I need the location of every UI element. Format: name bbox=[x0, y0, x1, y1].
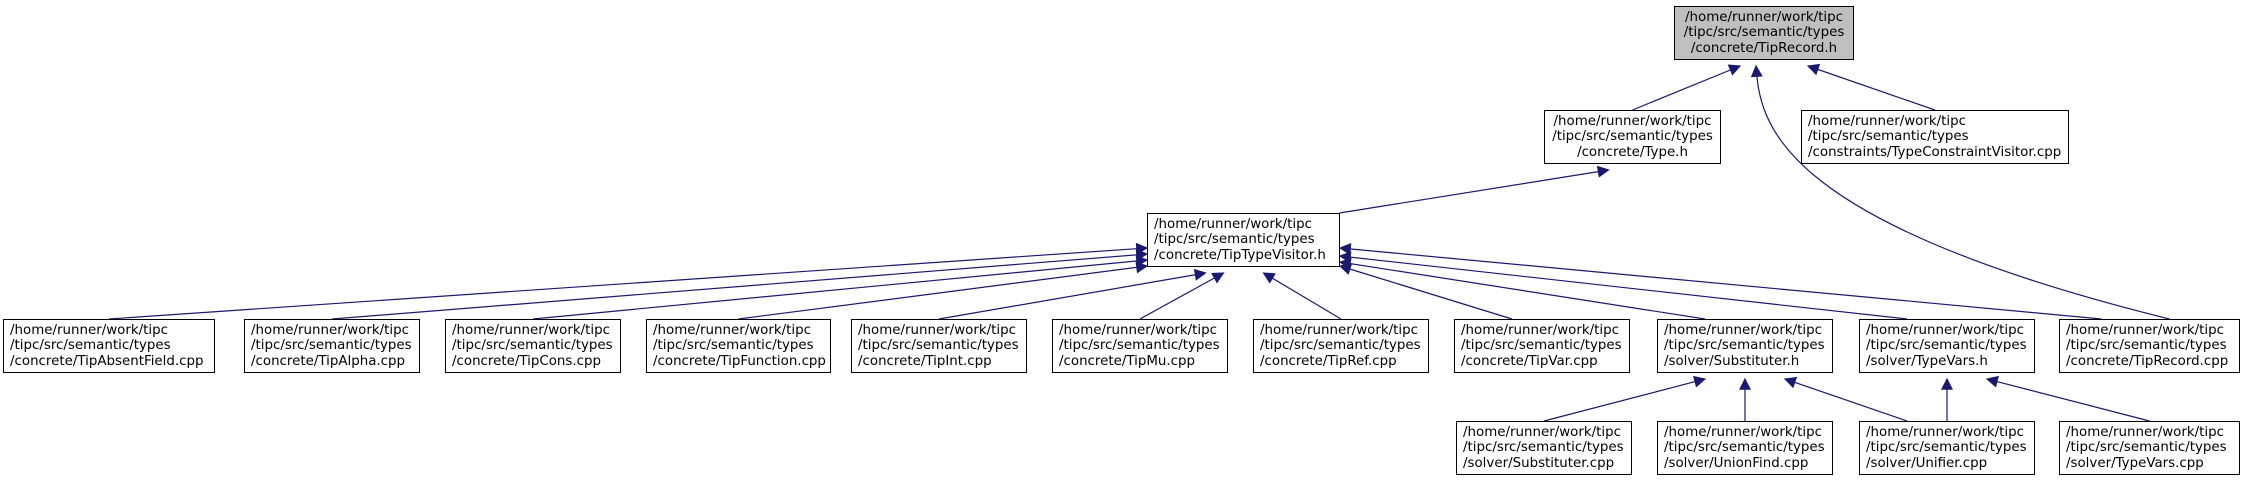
edge-typevars-cpp-to-typevars-h bbox=[1985, 375, 2150, 422]
node-line: /home/runner/work/tipc bbox=[1260, 323, 1418, 338]
node-line: /concrete/TipRef.cpp bbox=[1260, 353, 1397, 369]
node-line: /solver/TypeVars.h bbox=[1866, 353, 1988, 369]
node-line: /concrete/TipInt.cpp bbox=[858, 353, 992, 369]
node-typeconstraintvisitor-cpp[interactable]: /home/runner/work/tipc /tipc/src/semanti… bbox=[1801, 110, 2069, 164]
node-line: /home/runner/work/tipc bbox=[452, 323, 610, 338]
node-line: /tipc/src/semantic/types bbox=[1866, 338, 2027, 354]
node-tipfunction-cpp[interactable]: /home/runner/work/tipc /tipc/src/semanti… bbox=[646, 319, 831, 373]
edge-tipabsentfield-cpp-to-tiptypevisitor-h bbox=[108, 242, 1149, 320]
node-line: /tipc/src/semantic/types bbox=[1808, 129, 1969, 145]
node-line: /solver/Unifier.cpp bbox=[1866, 455, 1988, 471]
edge-typevars-h-to-tiptypevisitor-h bbox=[1338, 251, 1908, 320]
edge-type-h-to-tiprecord-h bbox=[1632, 64, 1742, 111]
node-tipvar-cpp[interactable]: /home/runner/work/tipc /tipc/src/semanti… bbox=[1454, 319, 1630, 373]
node-tipref-cpp[interactable]: /home/runner/work/tipc /tipc/src/semanti… bbox=[1253, 319, 1429, 373]
node-line: /home/runner/work/tipc bbox=[1685, 10, 1843, 25]
node-line: /concrete/TipVar.cpp bbox=[1461, 353, 1598, 369]
edge-substituter-h-to-tiptypevisitor-h bbox=[1338, 257, 1706, 320]
node-line: /home/runner/work/tipc bbox=[858, 323, 1016, 338]
node-line: /concrete/TipTypeVisitor.h bbox=[1154, 247, 1326, 263]
node-tiprecord-cpp[interactable]: /home/runner/work/tipc /tipc/src/semanti… bbox=[2059, 319, 2240, 373]
node-line: /tipc/src/semantic/types bbox=[1154, 232, 1315, 248]
node-line: /tipc/src/semantic/types bbox=[2066, 440, 2227, 456]
node-line: /tipc/src/semantic/types bbox=[452, 338, 613, 354]
node-line: /tipc/src/semantic/types bbox=[251, 338, 412, 354]
node-line: /tipc/src/semantic/types bbox=[653, 338, 814, 354]
node-substituter-cpp[interactable]: /home/runner/work/tipc /tipc/src/semanti… bbox=[1456, 421, 1632, 475]
edge-typeconstraintvisitor-cpp-to-tiprecord-h bbox=[1806, 63, 1936, 111]
node-line: /tipc/src/semantic/types bbox=[1552, 129, 1713, 145]
node-substituter-h[interactable]: /home/runner/work/tipc /tipc/src/semanti… bbox=[1657, 319, 1833, 373]
node-tipint-cpp[interactable]: /home/runner/work/tipc /tipc/src/semanti… bbox=[851, 319, 1027, 373]
node-line: /solver/Substituter.cpp bbox=[1463, 455, 1615, 471]
edge-tiptypevisitor-h-to-type-h bbox=[1339, 165, 1610, 214]
node-line: /home/runner/work/tipc bbox=[653, 323, 811, 338]
edge-tiprecord-cpp-to-tiprecord-h bbox=[1750, 64, 2170, 320]
node-line: /home/runner/work/tipc bbox=[1866, 425, 2024, 440]
node-line: /solver/Substituter.h bbox=[1664, 353, 1800, 369]
node-line: /home/runner/work/tipc bbox=[10, 323, 168, 338]
node-tiprecord-h: /home/runner/work/tipc /tipc/src/semanti… bbox=[1674, 6, 1854, 60]
node-unionfind-cpp[interactable]: /home/runner/work/tipc /tipc/src/semanti… bbox=[1657, 421, 1833, 475]
node-line: /concrete/Type.h bbox=[1577, 144, 1688, 160]
node-line: /concrete/TipAlpha.cpp bbox=[251, 353, 406, 369]
node-line: /home/runner/work/tipc bbox=[251, 323, 409, 338]
node-line: /home/runner/work/tipc bbox=[1463, 425, 1621, 440]
edge-unifier-cpp-to-substituter-h bbox=[1783, 376, 1908, 422]
node-line: /constraints/TypeConstraintVisitor.cpp bbox=[1808, 144, 2062, 160]
node-line: /concrete/TipRecord.cpp bbox=[2066, 353, 2229, 369]
node-unifier-cpp[interactable]: /home/runner/work/tipc /tipc/src/semanti… bbox=[1859, 421, 2035, 475]
node-tipcons-cpp[interactable]: /home/runner/work/tipc /tipc/src/semanti… bbox=[445, 319, 621, 373]
node-line: /concrete/TipRecord.h bbox=[1690, 40, 1838, 56]
node-line: /tipc/src/semantic/types bbox=[858, 338, 1019, 354]
node-line: /concrete/TipAbsentField.cpp bbox=[10, 353, 204, 369]
edge-tipint-cpp-to-tiptypevisitor-h bbox=[938, 268, 1207, 320]
edge-tipfunction-cpp-to-tiptypevisitor-h bbox=[738, 261, 1149, 320]
node-typevars-h[interactable]: /home/runner/work/tipc /tipc/src/semanti… bbox=[1859, 319, 2035, 373]
edge-tipmu-cpp-to-tiptypevisitor-h bbox=[1139, 272, 1225, 320]
node-line: /concrete/TipCons.cpp bbox=[452, 353, 601, 369]
node-line: /tipc/src/semantic/types bbox=[1059, 338, 1220, 354]
node-line: /home/runner/work/tipc bbox=[1154, 217, 1312, 232]
node-line: /home/runner/work/tipc bbox=[1553, 114, 1712, 129]
node-line: /tipc/src/semantic/types bbox=[1463, 440, 1624, 456]
node-tipabsentfield-cpp[interactable]: /home/runner/work/tipc /tipc/src/semanti… bbox=[3, 319, 215, 373]
node-line: /tipc/src/semantic/types bbox=[1461, 338, 1622, 354]
node-line: /tipc/src/semantic/types bbox=[1683, 25, 1845, 41]
node-line: /tipc/src/semantic/types bbox=[1664, 338, 1825, 354]
edge-tipref-cpp-to-tiptypevisitor-h bbox=[1262, 272, 1342, 320]
node-line: /solver/UnionFind.cpp bbox=[1664, 455, 1809, 471]
node-tiptypevisitor-h[interactable]: /home/runner/work/tipc /tipc/src/semanti… bbox=[1147, 213, 1340, 267]
node-line: /home/runner/work/tipc bbox=[1808, 114, 1966, 129]
node-tipmu-cpp[interactable]: /home/runner/work/tipc /tipc/src/semanti… bbox=[1052, 319, 1228, 373]
node-line: /home/runner/work/tipc bbox=[2066, 323, 2224, 338]
node-line: /concrete/TipFunction.cpp bbox=[653, 353, 826, 369]
node-line: /home/runner/work/tipc bbox=[1461, 323, 1619, 338]
edge-tiprecord-cpp-to-tiptypevisitor-h bbox=[1338, 243, 2102, 320]
node-line: /home/runner/work/tipc bbox=[1866, 323, 2024, 338]
node-line: /tipc/src/semantic/types bbox=[1260, 338, 1421, 354]
node-type-h[interactable]: /home/runner/work/tipc /tipc/src/semanti… bbox=[1544, 110, 1721, 164]
node-line: /home/runner/work/tipc bbox=[2066, 425, 2224, 440]
node-typevars-cpp[interactable]: /home/runner/work/tipc /tipc/src/semanti… bbox=[2059, 421, 2240, 475]
edge-tipvar-cpp-to-tiptypevisitor-h bbox=[1338, 263, 1513, 320]
node-line: /tipc/src/semantic/types bbox=[1664, 440, 1825, 456]
node-line: /tipc/src/semantic/types bbox=[2066, 338, 2227, 354]
node-line: /concrete/TipMu.cpp bbox=[1059, 353, 1196, 369]
node-line: /tipc/src/semantic/types bbox=[1866, 440, 2027, 456]
edge-tipalpha-cpp-to-tiptypevisitor-h bbox=[331, 248, 1149, 320]
node-line: /home/runner/work/tipc bbox=[1664, 323, 1822, 338]
node-line: /home/runner/work/tipc bbox=[1664, 425, 1822, 440]
edge-tipcons-cpp-to-tiptypevisitor-h bbox=[532, 255, 1149, 320]
node-line: /home/runner/work/tipc bbox=[1059, 323, 1217, 338]
node-line: /solver/TypeVars.cpp bbox=[2066, 455, 2204, 471]
node-tipalpha-cpp[interactable]: /home/runner/work/tipc /tipc/src/semanti… bbox=[244, 319, 420, 373]
edge-substituter-cpp-to-substituter-h bbox=[1543, 375, 1707, 422]
node-line: /tipc/src/semantic/types bbox=[10, 338, 171, 354]
